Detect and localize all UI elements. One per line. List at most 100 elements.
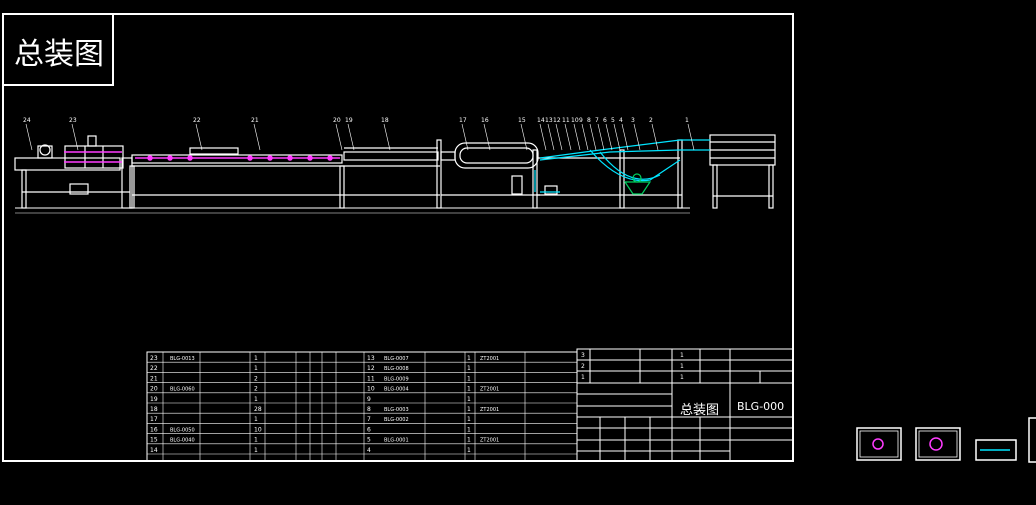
bom-no: 2 bbox=[581, 363, 585, 370]
cyan-pipes bbox=[534, 139, 710, 193]
bom-qty: 10 bbox=[254, 426, 262, 433]
sheet-thumbnail-1[interactable] bbox=[856, 427, 902, 461]
title-block-name: 总装图 bbox=[680, 403, 719, 418]
bom-qty: 1 bbox=[467, 416, 471, 423]
bom-qty: 1 bbox=[680, 352, 684, 359]
title-box bbox=[2, 13, 114, 86]
callout-7: 7 bbox=[595, 117, 605, 151]
callout-12: 12 bbox=[553, 117, 563, 151]
bom-code: BLG-0004 bbox=[384, 387, 409, 393]
bom-code: BLG-0009 bbox=[384, 376, 409, 382]
bom-qty: 1 bbox=[254, 355, 258, 362]
callout-label: 3 bbox=[631, 117, 635, 124]
bom-material: ZT2001 bbox=[480, 356, 499, 362]
callout-label: 8 bbox=[587, 117, 591, 124]
bom-code: BLG-0013 bbox=[170, 356, 195, 362]
bom-row-left: 21 2 bbox=[150, 375, 258, 382]
bom-no: 5 bbox=[367, 437, 371, 444]
bom-no: 21 bbox=[150, 375, 158, 382]
callout-label: 5 bbox=[611, 117, 615, 124]
title-block bbox=[576, 348, 794, 462]
bom-qty: 1 bbox=[254, 447, 258, 454]
callout-22: 22 bbox=[193, 117, 203, 151]
bom-code: BLG-0040 bbox=[170, 438, 195, 444]
bom-qty: 1 bbox=[467, 396, 471, 403]
bom-no: 7 bbox=[367, 416, 371, 423]
bom-row-left: 14 1 bbox=[150, 447, 258, 454]
sheet-thumbnail-4[interactable] bbox=[1028, 417, 1036, 463]
callout-13: 13 bbox=[545, 117, 555, 151]
green-hopper bbox=[623, 173, 652, 195]
sheet-thumbnail-2[interactable] bbox=[915, 427, 961, 461]
sheet-thumbnails bbox=[856, 417, 1036, 463]
callout-label: 22 bbox=[193, 117, 201, 124]
callout-19: 19 bbox=[345, 117, 355, 151]
bom-qty: 1 bbox=[467, 426, 471, 433]
bom-qty: 1 bbox=[680, 363, 684, 370]
bom-qty: 28 bbox=[254, 406, 262, 413]
callout-label: 6 bbox=[603, 117, 607, 124]
bom-no: 19 bbox=[150, 396, 158, 403]
sheet-thumbnail-3[interactable] bbox=[975, 439, 1017, 461]
bom-qty: 1 bbox=[467, 406, 471, 413]
callout-label: 9 bbox=[579, 117, 583, 124]
bom-no: 22 bbox=[150, 365, 158, 372]
bom-no: 9 bbox=[367, 396, 371, 403]
callout-17: 17 bbox=[459, 117, 469, 151]
bom-code: BLG-0003 bbox=[384, 407, 409, 413]
bom-code: BLG-0008 bbox=[384, 366, 409, 372]
bom-no: 20 bbox=[150, 386, 158, 393]
drawing-border bbox=[2, 13, 794, 462]
callout-5: 5 bbox=[611, 117, 621, 151]
callout-label: 13 bbox=[545, 117, 553, 124]
bom-no: 15 bbox=[150, 437, 158, 444]
bom-no: 10 bbox=[367, 386, 375, 393]
callout-label: 20 bbox=[333, 117, 341, 124]
callout-label: 17 bbox=[459, 117, 467, 124]
callout-label: 24 bbox=[23, 117, 31, 124]
callout-label: 14 bbox=[537, 117, 545, 124]
callout-label: 19 bbox=[345, 117, 353, 124]
callout-label: 10 bbox=[571, 117, 579, 124]
callout-label: 21 bbox=[251, 117, 259, 124]
bom-no: 6 bbox=[367, 426, 371, 433]
bom-code: BLG-0007 bbox=[384, 356, 409, 362]
callout-label: 7 bbox=[595, 117, 599, 124]
callout-16: 16 bbox=[481, 117, 491, 151]
callout-2: 2 bbox=[649, 117, 659, 151]
bom-code: BLG-0050 bbox=[170, 427, 195, 433]
callout-8: 8 bbox=[587, 117, 597, 151]
callout-9: 9 bbox=[579, 117, 589, 151]
bom-qty: 2 bbox=[254, 386, 258, 393]
bom-qty: 2 bbox=[254, 375, 258, 382]
bom-qty: 1 bbox=[680, 374, 684, 381]
callout-14: 14 bbox=[537, 117, 547, 151]
bom-material: ZT2001 bbox=[480, 407, 499, 413]
callout-6: 6 bbox=[603, 117, 613, 151]
callout-15: 15 bbox=[518, 117, 528, 151]
callout-21: 21 bbox=[251, 117, 261, 151]
callout-label: 1 bbox=[685, 117, 689, 124]
callout-23: 23 bbox=[69, 117, 79, 151]
bom-no: 14 bbox=[150, 447, 158, 454]
callout-3: 3 bbox=[631, 117, 641, 151]
callout-label: 11 bbox=[562, 117, 570, 124]
callout-label: 23 bbox=[69, 117, 77, 124]
bom-qty: 1 bbox=[254, 396, 258, 403]
callout-1: 1 bbox=[685, 117, 695, 151]
